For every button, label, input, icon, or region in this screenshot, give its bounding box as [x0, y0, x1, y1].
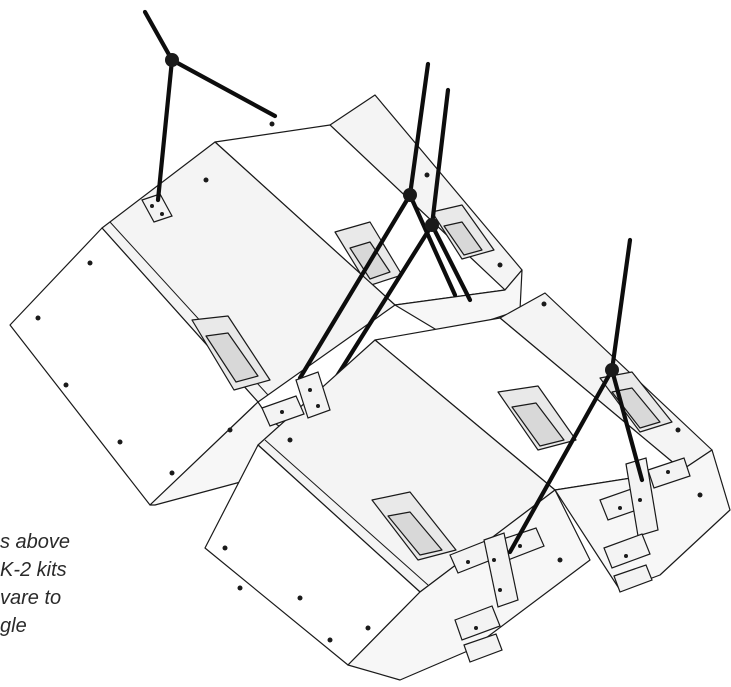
rigging-plate [141, 193, 173, 223]
rigging-plate [449, 527, 545, 663]
caption-line: gle [0, 615, 27, 637]
suspension-cables-right [507, 237, 645, 555]
handle-recess [497, 385, 577, 451]
caption-line: s above [0, 531, 71, 553]
left-array [9, 9, 523, 506]
handle-recess [431, 204, 495, 260]
handle-recess [371, 491, 457, 561]
cabinet-left-rear [200, 94, 523, 336]
suspension-cables-left [142, 9, 278, 203]
suspension-cables-center [297, 61, 473, 403]
right-array [204, 237, 731, 681]
rigging-plate [261, 371, 331, 427]
caption-line: K-2 kits [0, 559, 67, 581]
rigging-plate [599, 457, 691, 593]
caption-line: vare to [0, 587, 62, 609]
caption-text: s above K-2 kits vare to gle [0, 528, 230, 640]
handle-recess [191, 315, 271, 391]
cabinet-left-front [9, 141, 396, 506]
